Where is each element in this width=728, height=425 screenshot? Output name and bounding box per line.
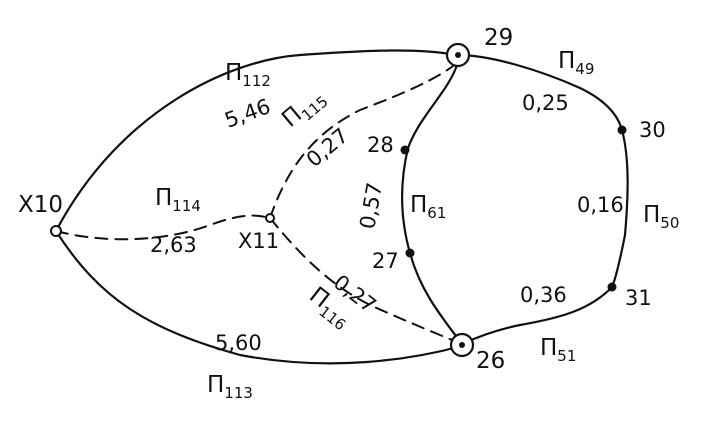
- node-31: [607, 282, 617, 292]
- node-28: [400, 145, 410, 155]
- edge-p51: [460, 285, 614, 346]
- edge-p115-name-label: П115: [277, 83, 331, 136]
- node-x10: [50, 225, 62, 237]
- edge-p116: [269, 217, 463, 345]
- edge-p51-name-label: П51: [540, 335, 576, 365]
- edge-p51-value-label: 0,36: [520, 283, 567, 307]
- edge-p114: [55, 214, 271, 241]
- edge-p61: [401, 60, 464, 346]
- edge-p112: [54, 49, 458, 233]
- edge-p49: [456, 53, 624, 132]
- edge-p49-value-label: 0,25: [522, 91, 569, 115]
- edge-p114-value-label: 2,63: [150, 233, 197, 257]
- edge-p61-name-label: П61: [410, 192, 446, 222]
- label-node-28: 28: [367, 133, 394, 157]
- edge-p50-value-label: 0,16: [577, 193, 624, 217]
- edge-p115: [269, 61, 459, 219]
- edge-p50: [610, 128, 629, 289]
- edge-p49-name-label: П49: [558, 48, 594, 78]
- label-node-29: 29: [484, 25, 513, 51]
- edge-p112-value-label: 5,46: [222, 94, 274, 133]
- label-node-30: 30: [639, 118, 666, 142]
- edge-p113: [54, 229, 464, 365]
- edge-p61-value-label: 0,57: [355, 181, 387, 231]
- label-node-x10: X10: [18, 192, 63, 218]
- label-node-31: 31: [625, 286, 652, 310]
- node-x11: [265, 213, 275, 223]
- node-30: [617, 125, 627, 135]
- node-27: [405, 248, 415, 258]
- edge-p113-name-label: П113: [207, 372, 253, 402]
- node-26: [449, 332, 475, 358]
- label-node-26: 26: [476, 348, 505, 374]
- edge-p112-name-label: П112: [225, 60, 271, 90]
- edge-p113-value-label: 5,60: [215, 331, 262, 355]
- edge-p114-name-label: П114: [155, 185, 201, 215]
- edge-p50-name-label: П50: [643, 202, 679, 232]
- label-node-27: 27: [372, 249, 399, 273]
- node-29: [445, 42, 471, 68]
- label-node-x11: X11: [238, 229, 279, 253]
